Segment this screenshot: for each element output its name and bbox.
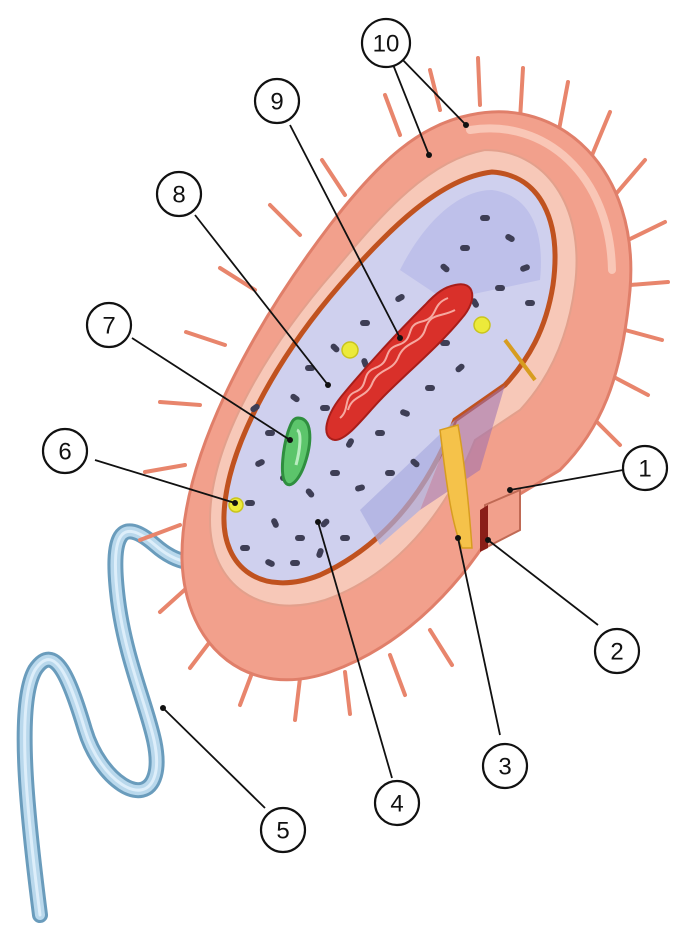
label-10: 10 — [362, 19, 410, 67]
label-1: 1 — [623, 446, 667, 490]
label-5: 5 — [261, 808, 305, 852]
label-1-text: 1 — [638, 456, 651, 483]
label-4-text: 4 — [390, 791, 403, 818]
label-9: 9 — [255, 79, 299, 123]
label-8: 8 — [157, 172, 201, 216]
label-10-text: 10 — [373, 31, 400, 58]
label-2-text: 2 — [610, 639, 623, 666]
label-6-text: 6 — [58, 439, 71, 466]
label-3: 3 — [483, 744, 527, 788]
label-6: 6 — [43, 429, 87, 473]
label-4: 4 — [375, 781, 419, 825]
label-9-text: 9 — [270, 89, 283, 116]
label-7-text: 7 — [102, 313, 115, 340]
label-3-text: 3 — [498, 754, 511, 781]
label-5-text: 5 — [276, 818, 289, 845]
label-8-text: 8 — [172, 182, 185, 209]
label-2: 2 — [595, 629, 639, 673]
label-7: 7 — [87, 303, 131, 347]
